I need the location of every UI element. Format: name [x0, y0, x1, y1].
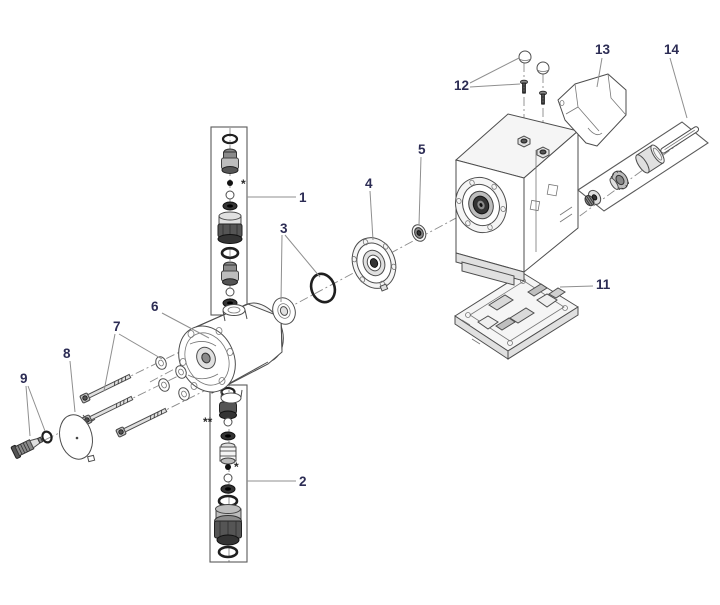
- part-shaft-kit: [577, 121, 709, 212]
- part-flange-plate: [351, 237, 397, 292]
- callout-2: 2: [299, 474, 307, 489]
- callout-4: 4: [365, 176, 373, 191]
- washers: [155, 356, 190, 401]
- callout-7: 7: [113, 319, 121, 334]
- part-cap-screws: [518, 50, 550, 105]
- valve-cartridge: [221, 148, 239, 174]
- part-bleed-valve: [10, 430, 53, 459]
- part-pump-head: [178, 302, 284, 404]
- callout-6: 6: [151, 299, 159, 314]
- connector-fitting: [217, 211, 243, 244]
- callout-11: 11: [596, 277, 611, 292]
- callout-1: 1: [299, 190, 307, 205]
- small-screw: [520, 79, 547, 105]
- callout-3: 3: [280, 221, 288, 236]
- callout-13: 13: [595, 42, 611, 57]
- part-mounting-plate: [454, 272, 579, 360]
- annotation-double-star: **: [203, 415, 213, 429]
- part-cover-bracket: [557, 73, 627, 147]
- callout-5: 5: [418, 142, 426, 157]
- leader-lines: [25, 57, 688, 482]
- valve-cartridge: [219, 442, 237, 465]
- part-head-screws: [79, 356, 190, 438]
- part-drive-motor: [454, 113, 580, 286]
- part-seal-set: [272, 272, 337, 325]
- part-cover-disc: [59, 414, 96, 463]
- annotation-star-2: *: [234, 460, 239, 474]
- callout-labels: 1 2 3 4 5 6 7 8 9 11 12 13 14: [20, 42, 680, 489]
- motor-flange: [455, 176, 507, 234]
- connector-fitting-large: [214, 504, 242, 546]
- valve-assembly-bottom: ** *: [203, 384, 248, 563]
- motor-top-nut: [517, 135, 550, 159]
- annotation-star-1: *: [241, 177, 246, 191]
- valve-assembly-top: *: [210, 126, 248, 316]
- valve-cartridge: [221, 261, 239, 286]
- part-shaft-seal: [411, 224, 427, 242]
- callout-14: 14: [664, 42, 680, 57]
- callout-9: 9: [20, 371, 28, 386]
- callout-8: 8: [63, 346, 71, 361]
- callout-12: 12: [454, 78, 469, 93]
